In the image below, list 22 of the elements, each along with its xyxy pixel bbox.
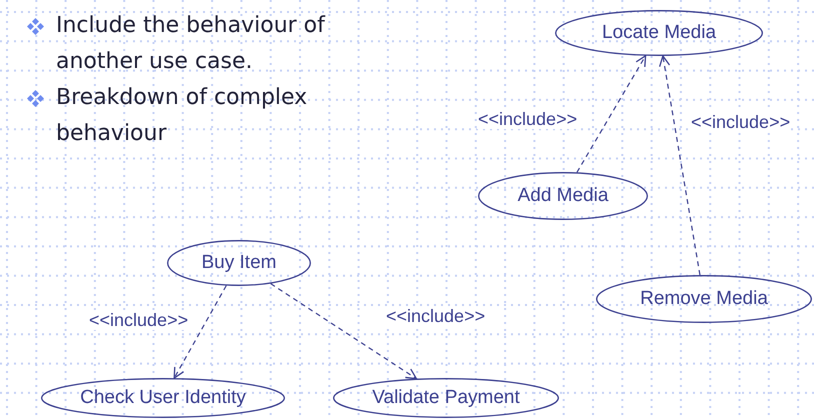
- use-case-name: Locate Media: [602, 22, 716, 44]
- use-case-name: Remove Media: [640, 288, 768, 310]
- include-arrow: [174, 285, 227, 379]
- use-case-name: Check User Identity: [80, 387, 246, 409]
- use-case-ellipse: [41, 378, 285, 418]
- use-case-ellipse: [167, 240, 311, 286]
- bullet-text: Include the behaviour of another use case.: [56, 12, 326, 76]
- edge-label: <<include>>: [477, 109, 578, 129]
- edge-label: <<include>>: [385, 306, 486, 326]
- use-case-name: Add Media: [518, 185, 608, 207]
- use-case-ellipse: [596, 275, 812, 323]
- use-case-name: Buy Item: [202, 252, 276, 274]
- include-arrow: [270, 283, 418, 380]
- include-arrow: [658, 55, 701, 276]
- use-case-ellipse: [333, 378, 559, 418]
- include-arrow: [576, 55, 646, 173]
- use-case-name: Validate Payment: [372, 387, 520, 409]
- use-case-ellipse: [478, 172, 648, 220]
- bullet-text: Breakdown of complex behaviour: [56, 84, 308, 148]
- use-case-ellipse: [555, 10, 763, 56]
- edge-label: <<include>>: [88, 310, 190, 330]
- edge-label: <<include>>: [690, 112, 792, 132]
